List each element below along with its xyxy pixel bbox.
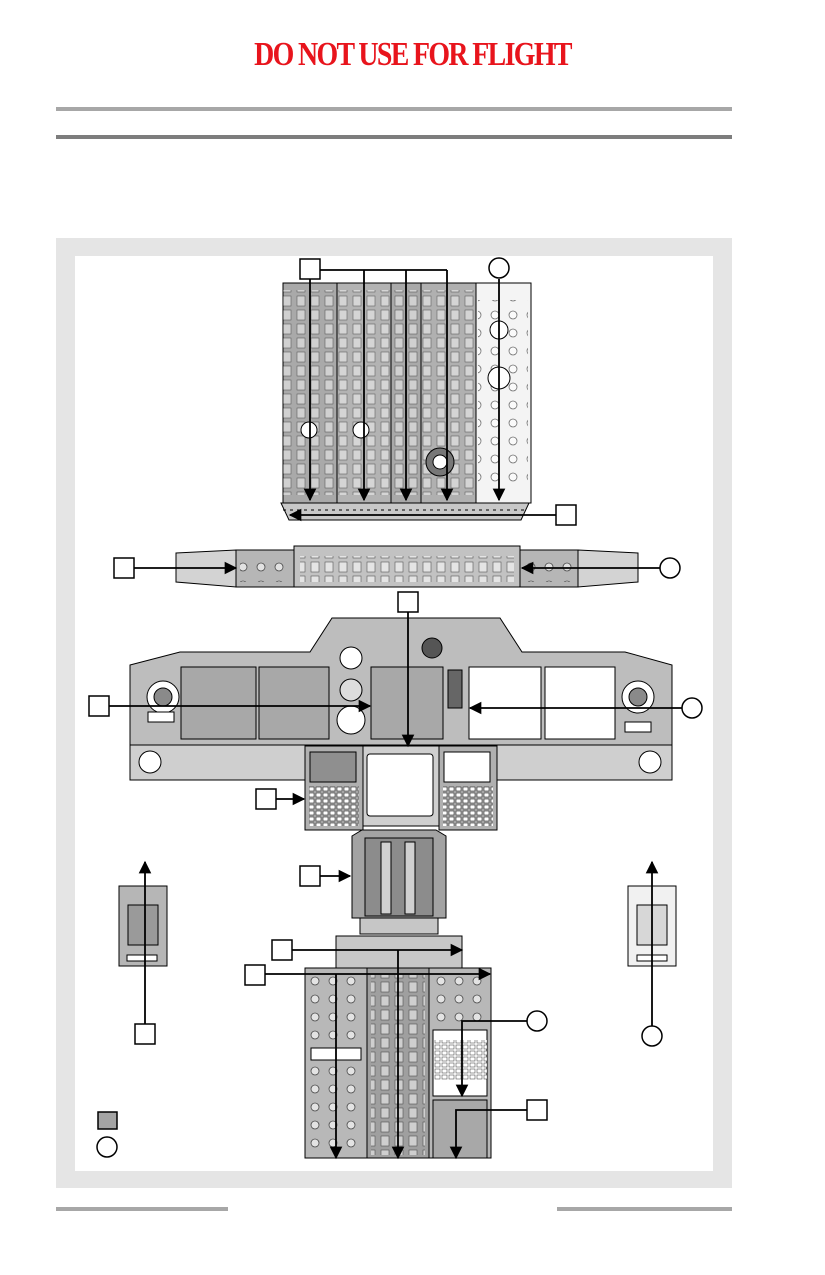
callout-circle-glareshield (659, 557, 681, 579)
callout-circle-overhead (488, 257, 510, 279)
legend-circle-symbol (96, 1136, 118, 1158)
callout-square-glareshield (113, 557, 135, 579)
do-not-use-warning: DO NOT USE FOR FLIGHT (254, 36, 572, 73)
callout-square-left-panel (88, 695, 110, 717)
callout-square-left-side (134, 1023, 156, 1045)
footer-rule-left (56, 1207, 228, 1211)
callout-circle-aisle (526, 1010, 548, 1032)
legend (96, 1111, 118, 1158)
callout-square-overhead-aft (555, 504, 577, 526)
callout-square-aisle (244, 964, 266, 986)
callout-circles (488, 257, 703, 1047)
cdu-and-lower-display (304, 745, 498, 831)
main-instrument-panel (129, 617, 673, 781)
header-rule-bottom (56, 135, 732, 139)
callout-circle-right-side (641, 1025, 663, 1047)
aisle-stand (304, 935, 492, 1159)
control-stand (351, 829, 447, 935)
header-rule-top (56, 107, 732, 111)
callout-square-center-panel (397, 591, 419, 613)
footer-rule-right (557, 1207, 732, 1211)
callout-square-aisle-right (526, 1099, 548, 1121)
left-side-panel (118, 885, 168, 967)
callout-square-control-stand (299, 865, 321, 887)
callout-square-cdu (255, 788, 277, 810)
callout-square-aisle-fwd (271, 939, 293, 961)
glareshield-panel (175, 545, 639, 588)
legend-square-symbol (97, 1111, 118, 1130)
callout-square-overhead (299, 258, 321, 280)
leader-lines (109, 269, 682, 1160)
callout-squares (88, 258, 577, 1121)
callout-circle-right-panel (681, 697, 703, 719)
